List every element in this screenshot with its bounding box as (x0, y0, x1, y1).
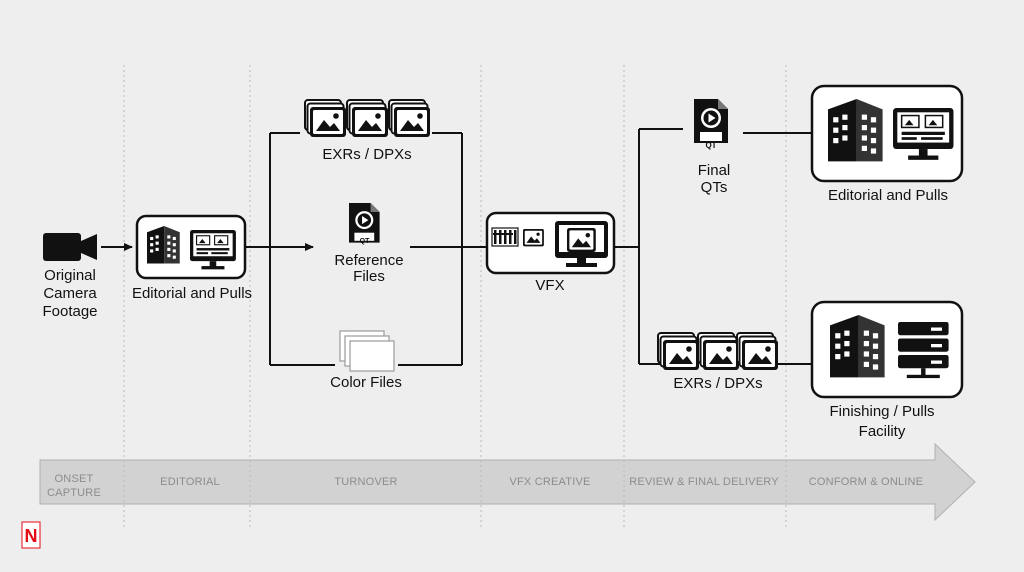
stage-dividers (123, 65, 787, 528)
building-icon (828, 99, 883, 162)
stage-label-line: REVIEW & FINAL DELIVERY (629, 476, 779, 488)
final-qts-label-line: QTs (700, 179, 728, 196)
reference-files-label-line: Files (353, 268, 385, 285)
stage-onset-capture: ONSET CAPTURE (47, 472, 101, 500)
source-label-line: Original (44, 267, 96, 284)
stage-turnover: TURNOVER (334, 475, 397, 489)
final-qts-label-line: Final (697, 162, 731, 179)
color-files-label: Color Files (330, 374, 402, 391)
source-label-line: Footage (42, 303, 98, 320)
finishing-label-line: Facility (858, 423, 906, 440)
reference-files-label: Reference Files (334, 253, 403, 285)
reference-file-badge: QT (360, 238, 370, 245)
timeline-arrow (39, 442, 976, 522)
qt-file-icon (349, 203, 380, 243)
stage-label-line: EDITORIAL (160, 476, 220, 488)
delivery-exrs-label: EXRs / DPXs (673, 375, 763, 392)
finishing-box (810, 300, 964, 399)
editorial-1-label: Editorial and Pulls (131, 285, 253, 302)
netflix-logo: N (21, 521, 41, 549)
stage-label-line: CAPTURE (47, 487, 101, 499)
image-stack-icon (305, 100, 430, 137)
final-qt-badge: QT (705, 141, 716, 150)
stage-label-line: CONFORM & ONLINE (808, 476, 924, 488)
stage-label-line: TURNOVER (334, 476, 398, 488)
stage-label-line: ONSET (54, 473, 94, 485)
editorial-2-label: Editorial and Pulls (827, 187, 949, 204)
vfx-label: VFX (535, 277, 565, 294)
editorial-box-2 (810, 84, 964, 183)
connectors (101, 128, 812, 366)
final-qts-label: Final QTs (698, 162, 731, 196)
reference-files-label-line: Reference (334, 252, 404, 269)
vfx-monitor-icon (555, 221, 608, 267)
turnover-exrs-label: EXRs / DPXs (322, 146, 412, 163)
finishing-label-line: Finishing / Pulls (829, 403, 935, 420)
sliders-icon (491, 227, 519, 247)
stage-review-final-delivery: REVIEW & FINAL DELIVERY (629, 475, 778, 489)
building-icon (147, 226, 180, 264)
stage-vfx-creative: VFX CREATIVE (509, 475, 590, 489)
finishing-label: Finishing / Pulls Facility (829, 402, 934, 442)
delivery-image-stack-icon (658, 333, 778, 370)
stage-label-line: VFX CREATIVE (509, 476, 591, 488)
building-icon (830, 315, 885, 378)
final-qt-icon (694, 99, 728, 143)
vfx-box (485, 211, 616, 275)
camera-icon (43, 233, 97, 261)
color-files-icon (339, 330, 395, 372)
source-label: Original Camera Footage (42, 267, 97, 321)
small-image-icon (523, 229, 544, 247)
stage-conform-online: CONFORM & ONLINE (809, 475, 923, 489)
stage-editorial: EDITORIAL (160, 475, 220, 489)
netflix-logo-letter: N (25, 526, 38, 546)
editorial-box-1 (135, 214, 247, 280)
source-label-line: Camera (43, 285, 97, 302)
